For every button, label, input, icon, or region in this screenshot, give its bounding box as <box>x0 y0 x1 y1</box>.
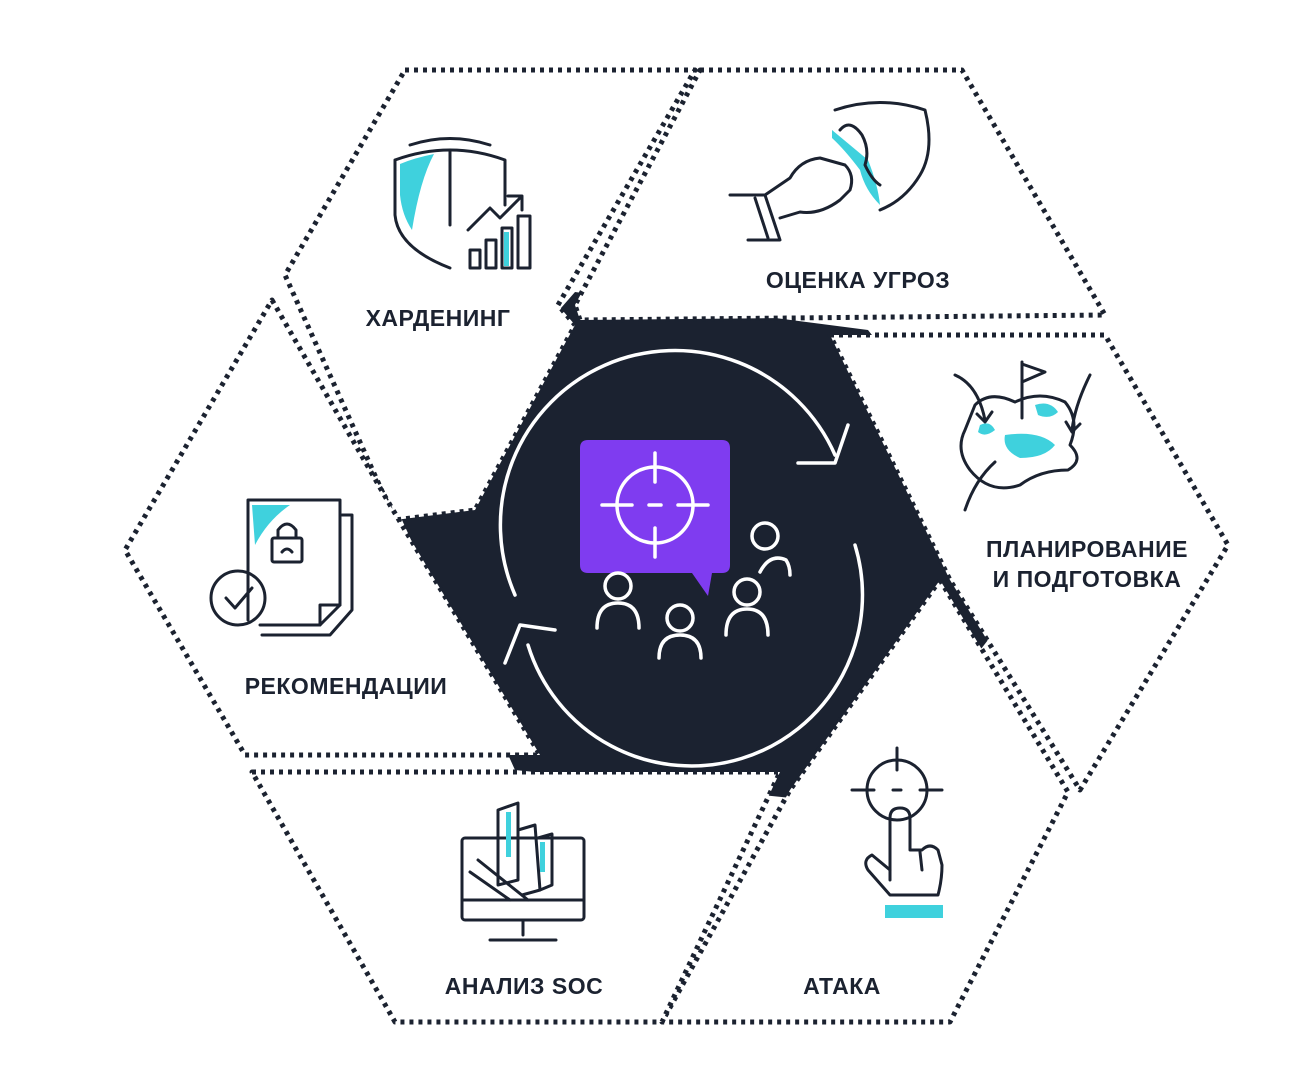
monitor-chart-icon <box>460 801 586 942</box>
segment-hardening-frame <box>282 67 698 523</box>
planning-label-line2: И ПОДГОТОВКА <box>993 566 1182 592</box>
threat-assessment-label: ОЦЕНКА УГРОЗ <box>766 267 950 293</box>
segment-threat-frame <box>572 67 1108 323</box>
secure-document-icon <box>209 498 354 637</box>
team-people-icon <box>595 521 792 660</box>
attack-label: АТАКА <box>803 973 881 999</box>
attack-map-icon <box>953 360 1092 512</box>
soc-analysis-label: АНАЛИЗ SOC <box>445 973 603 999</box>
shield-growth-icon <box>393 137 532 270</box>
segment-soc-frame <box>249 769 783 1025</box>
recommendations-label: РЕКОМЕНДАЦИИ <box>245 673 448 699</box>
segment-recommendations-frame <box>122 297 543 758</box>
segment-planning-frame <box>827 332 1231 793</box>
hardening-label: ХАРДЕНИНГ <box>366 305 511 331</box>
target-tap-icon <box>850 746 944 918</box>
segment-attack-frame <box>659 577 1071 1025</box>
cycle-arrows-icon <box>498 348 865 768</box>
planning-label-line1: ПЛАНИРОВАНИЕ <box>986 536 1188 562</box>
crosshair-icon <box>600 451 710 559</box>
target-team-icon <box>580 440 730 596</box>
fist-shield-icon <box>728 101 931 242</box>
